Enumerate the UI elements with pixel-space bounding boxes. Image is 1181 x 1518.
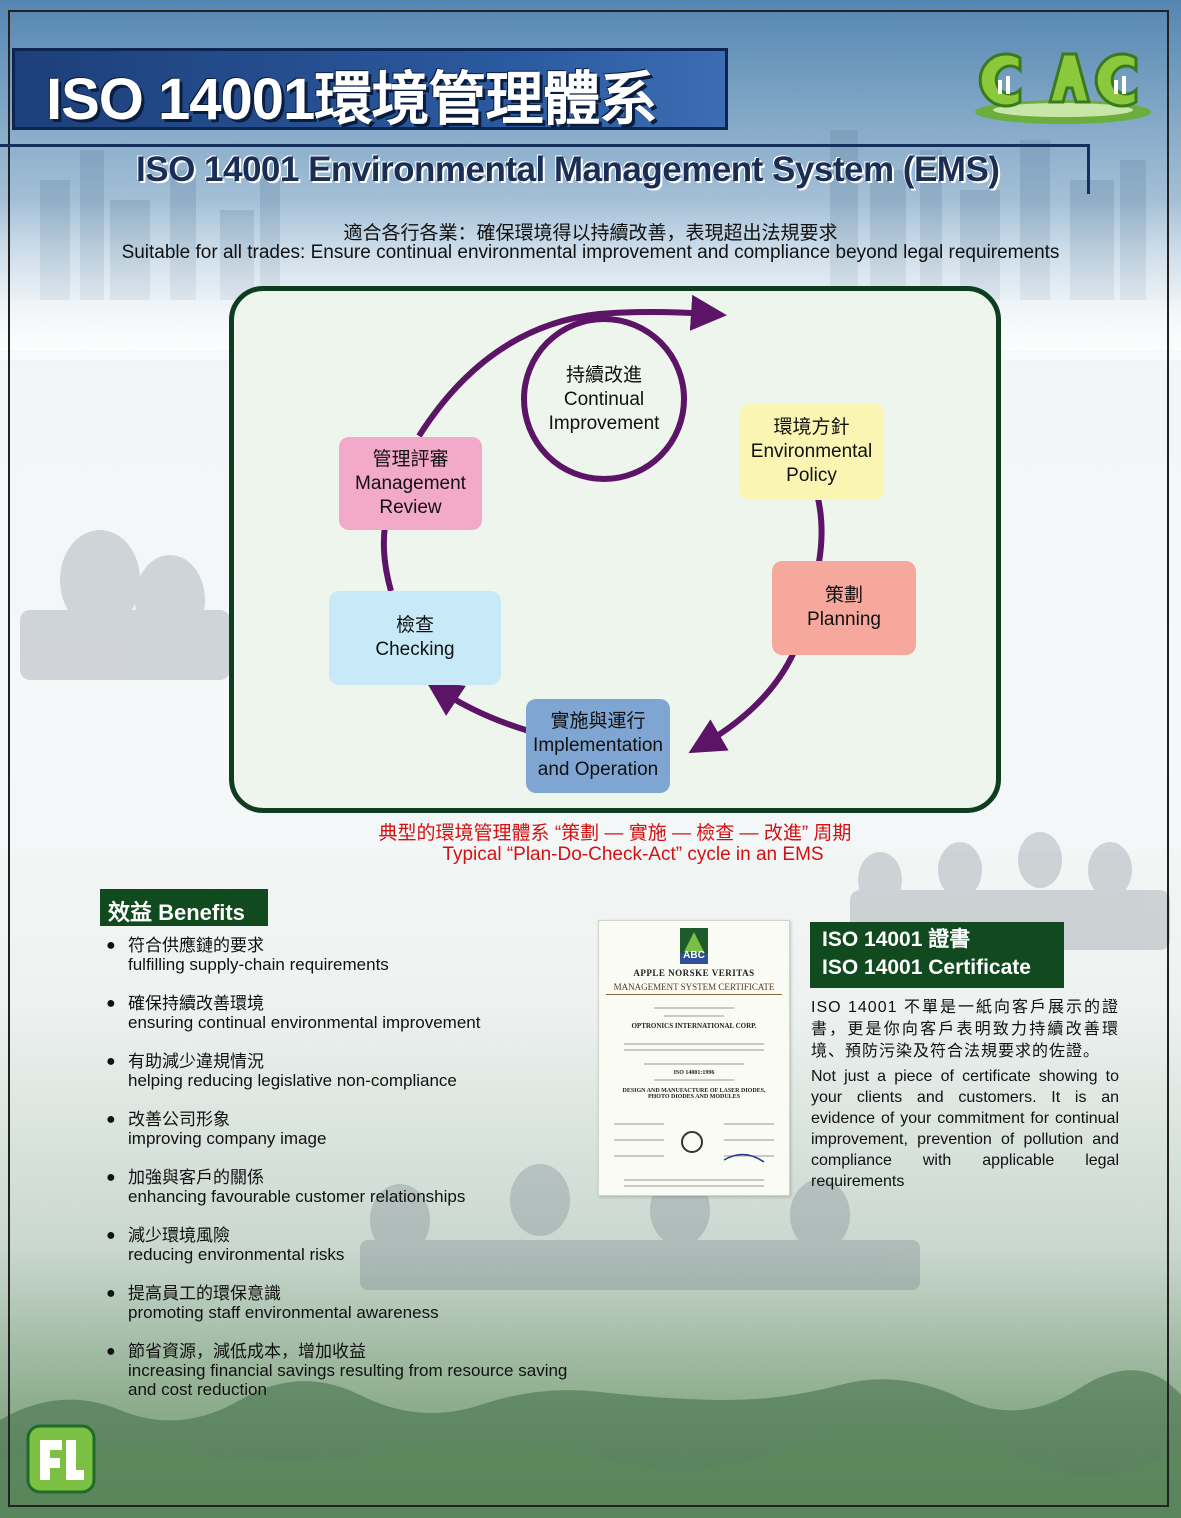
benefit-en: increasing financial savings resulting f…	[128, 1361, 568, 1399]
certificate-title: MANAGEMENT SYSTEM CERTIFICATE	[613, 982, 775, 992]
planning-box: 策劃 Planning	[772, 561, 916, 655]
environmental-policy-en2: Policy	[786, 465, 837, 486]
implementation-en2: and Operation	[537, 759, 659, 780]
benefit-zh: 減少環境風險	[128, 1226, 230, 1245]
implementation-en1: Implementation	[533, 735, 663, 756]
bullet-icon: ●	[106, 1111, 116, 1128]
benefit-zh: 有助減少違規情況	[128, 1052, 264, 1071]
bullet-icon: ●	[106, 1053, 116, 1070]
cycle-caption-english: Typical “Plan-Do-Check-Act” cycle in an …	[442, 844, 824, 865]
implementation-box: 實施與運行 Implementation and Operation	[526, 699, 670, 793]
benefit-zh: 符合供應鏈的要求	[128, 936, 264, 955]
certificate-description-en: Not just a piece of certificate showing …	[811, 1068, 1119, 1190]
benefit-en: enhancing favourable customer relationsh…	[128, 1187, 466, 1206]
benefit-zh: 節省資源，減低成本，增加收益	[128, 1342, 366, 1361]
cac-logo-icon	[975, 52, 1151, 124]
bullet-icon: ●	[106, 995, 116, 1012]
benefit-en: helping reducing legislative non-complia…	[128, 1071, 457, 1090]
subtitle-banner	[0, 144, 1090, 194]
organisation-logo-icon	[26, 1424, 96, 1494]
bullet-icon: ●	[106, 1343, 116, 1360]
management-review-en1: Management	[355, 472, 466, 494]
benefits-heading: 效益 Benefits	[100, 889, 268, 926]
benefit-zh: 改善公司形象	[128, 1110, 230, 1129]
certificate-issuer: APPLE NORSKE VERITAS	[633, 968, 755, 978]
management-review-box: 管理評審 Management Review	[339, 437, 482, 530]
implementation-zh: 實施與運行	[550, 711, 646, 732]
bullet-icon: ●	[106, 1227, 116, 1244]
certificate-heading: ISO 14001 證書 ISO 14001 Certificate	[810, 922, 1064, 988]
bullet-icon: ●	[106, 1169, 116, 1186]
certificate-description-zh: ISO 14001 不單是一紙向客戶展示的證書，更是你向客戶表明致力持續改善環境…	[811, 999, 1119, 1060]
continual-improvement-zh: 持續改進	[565, 365, 642, 386]
bullet-icon: ●	[106, 1285, 116, 1302]
page-title: ISO 14001環境管理體系	[46, 67, 657, 132]
benefit-zh: 確保持續改善環境	[128, 994, 264, 1013]
certificate-rule	[606, 994, 782, 995]
environmental-policy-en1: Environmental	[750, 441, 873, 462]
benefit-zh: 加強與客戶的關係	[128, 1168, 264, 1187]
intro-english: Suitable for all trades: Ensure continua…	[121, 242, 1060, 263]
certificate-scope: DESIGN AND MANUFACTURE OF LASER DIODES, …	[622, 1088, 766, 1100]
certificate-logo-text: ABC	[683, 950, 705, 961]
checking-zh: 檢查	[395, 615, 434, 636]
certificate-logo-icon	[680, 928, 708, 964]
certificate-heading-en: ISO 14001 Certificate	[822, 956, 1031, 979]
certificate-image	[598, 920, 790, 1196]
certificate-company: OPTRONICS INTERNATIONAL CORP.	[631, 1022, 757, 1030]
page-subtitle: ISO 14001 Environmental Management Syste…	[136, 150, 1000, 189]
continual-improvement-en1: Continual	[563, 389, 645, 410]
continual-improvement-en2: Improvement	[548, 413, 660, 434]
planning-zh: 策劃	[824, 585, 863, 606]
benefit-en: fulfilling supply-chain requirements	[128, 955, 389, 974]
certificate-heading-zh: ISO 14001 證書	[822, 928, 971, 951]
benefit-zh: 提高員工的環保意識	[128, 1284, 281, 1303]
benefit-en: improving company image	[128, 1129, 327, 1148]
pdca-cycle-arrows	[380, 294, 825, 754]
intro-chinese: 適合各行各業：確保環境得以持續改善，表現超出法規要求	[343, 223, 838, 244]
title-banner	[12, 48, 728, 130]
benefit-en: promoting staff environmental awareness	[128, 1303, 439, 1322]
planning-en: Planning	[807, 609, 881, 630]
checking-en: Checking	[375, 639, 455, 660]
benefit-en: reducing environmental risks	[128, 1245, 345, 1264]
continual-improvement-node: 持續改進 Continual Improvement	[534, 358, 674, 442]
bullet-icon: ●	[106, 937, 116, 954]
certificate-standard: ISO 14001:1996	[673, 1070, 715, 1076]
cycle-caption-chinese: 典型的環境管理體系 “策劃 — 實施 — 檢查 — 改進” 周期	[378, 823, 852, 844]
checking-box: 檢查 Checking	[329, 591, 501, 685]
environmental-policy-box: 環境方針 Environmental Policy	[739, 404, 884, 500]
environmental-policy-zh: 環境方針	[773, 417, 850, 438]
management-review-zh: 管理評審	[372, 448, 449, 470]
benefit-en: ensuring continual environmental improve…	[128, 1013, 481, 1032]
certificate-fine-print	[614, 1007, 774, 1187]
management-review-en2: Review	[379, 496, 442, 518]
